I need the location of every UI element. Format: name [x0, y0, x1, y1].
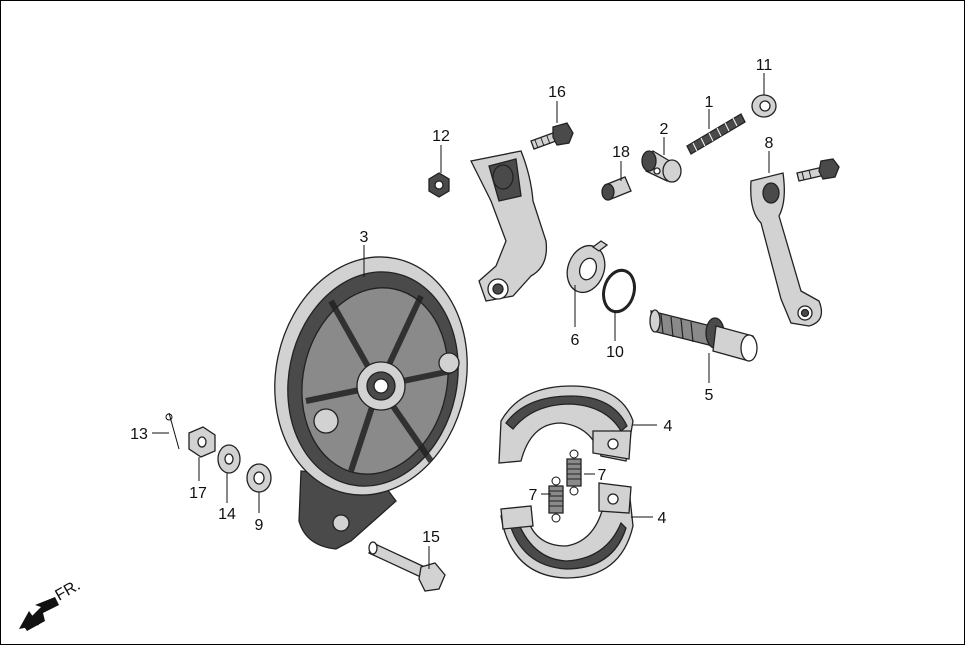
bolt-right: [796, 158, 840, 182]
callout-12: 12: [432, 128, 450, 145]
callout-7-lower: 7: [529, 487, 538, 504]
callout-4-bottom: 4: [658, 510, 667, 527]
callout-17: 17: [189, 485, 207, 502]
brake-shoe-top-part-4: [498, 385, 634, 464]
callout-9: 9: [255, 517, 264, 534]
washer-part-14: [217, 444, 241, 474]
bolt-part-15: [368, 541, 446, 592]
shoe-spring-part-7b: [548, 476, 564, 523]
callout-4-top: 4: [664, 418, 673, 435]
callout-2: 2: [660, 121, 669, 138]
callout-15: 15: [422, 529, 440, 546]
shoe-spring-part-7a: [566, 449, 582, 496]
o-ring-part-10: [602, 268, 636, 314]
callout-1: 1: [705, 94, 714, 111]
washer-part-11: [751, 94, 777, 118]
pin-part-2: [641, 150, 682, 183]
indicator-plate-part-6: [566, 240, 609, 294]
callout-5: 5: [705, 387, 714, 404]
axle-nut-part-17: [188, 426, 216, 458]
callout-14: 14: [218, 506, 236, 523]
arrow-head-icon: [19, 611, 39, 629]
bolt-part-16: [530, 122, 574, 150]
callout-10: 10: [606, 344, 624, 361]
spacer-part-9: [246, 463, 272, 493]
callout-7-upper: 7: [598, 467, 607, 484]
callout-11: 11: [756, 57, 773, 74]
collar-part-18: [601, 176, 632, 201]
callout-18: 18: [612, 144, 630, 161]
brake-shoe-bottom-part-4: [500, 482, 634, 579]
callout-8: 8: [765, 135, 774, 152]
brake-cam-part-5: [649, 309, 758, 362]
brake-panel-part-3: [274, 256, 468, 550]
callout-6: 6: [571, 332, 580, 349]
cotter-pin-part-13: [165, 412, 180, 450]
callout-16: 16: [548, 84, 566, 101]
callout-3: 3: [360, 229, 369, 246]
callout-13: 13: [130, 426, 148, 443]
nut-part-12: [428, 172, 450, 198]
brake-arm-left: [470, 150, 548, 302]
front-direction-label: FR.: [53, 577, 84, 605]
front-direction-arrow: FR.: [19, 577, 83, 631]
leader-lines: [152, 73, 770, 569]
spring-part-1: [686, 113, 746, 155]
brake-arm-part-8: [750, 172, 823, 327]
